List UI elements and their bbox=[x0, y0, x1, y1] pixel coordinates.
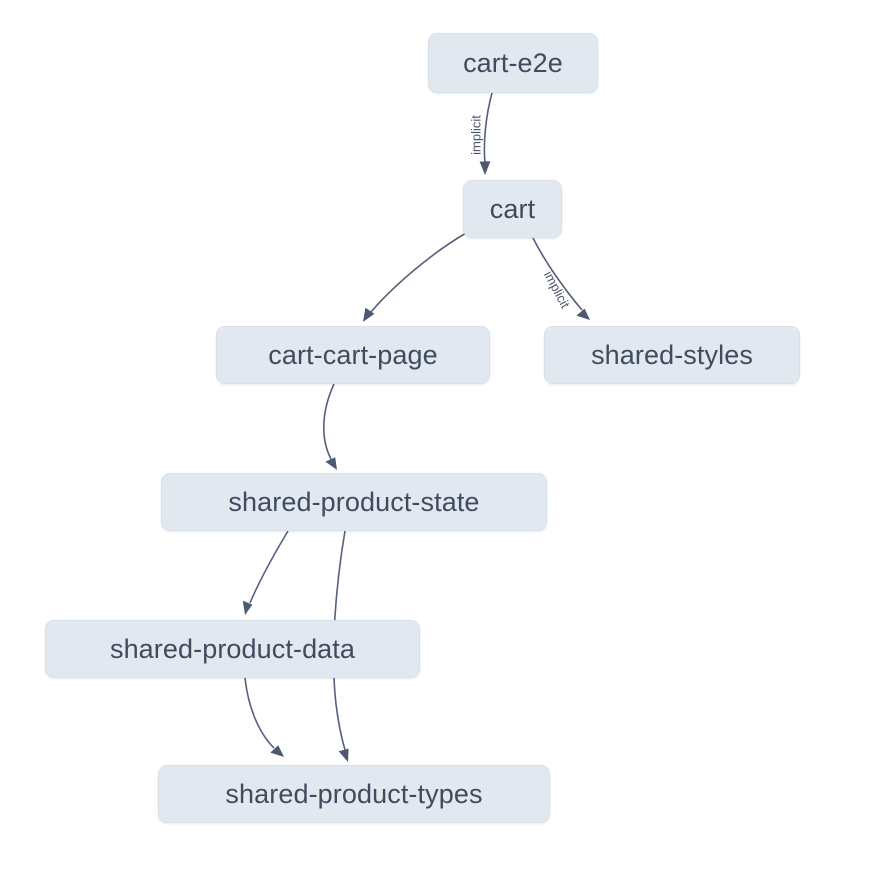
edge-path bbox=[249, 530, 289, 604]
edge-cart-cart-page-to-shared-product-state bbox=[322, 383, 337, 470]
edge-cart-e2e-to-cart: implicit bbox=[468, 92, 493, 175]
node-label: shared-product-types bbox=[225, 778, 483, 809]
node-label: cart-e2e bbox=[463, 47, 563, 78]
edge-arrowhead bbox=[270, 745, 284, 757]
edge-path bbox=[370, 232, 467, 313]
edge-shared-product-data-to-shared-product-types bbox=[244, 677, 284, 757]
edge-arrowhead bbox=[325, 457, 337, 470]
edge-path bbox=[322, 383, 335, 460]
graph-node-shared-product-data[interactable]: shared-product-data bbox=[45, 620, 420, 678]
edge-arrowhead bbox=[363, 307, 375, 322]
edge-cart-to-shared-styles: implicit bbox=[532, 237, 590, 320]
edge-label-implicit-1: implicit bbox=[468, 115, 483, 155]
graph-node-cart-e2e[interactable]: cart-e2e bbox=[428, 33, 598, 93]
edge-path bbox=[244, 677, 275, 749]
edge-cart-to-cart-cart-page bbox=[363, 232, 467, 322]
edge-shared-product-state-to-shared-product-data bbox=[242, 530, 289, 615]
graph-node-shared-product-types[interactable]: shared-product-types bbox=[158, 765, 550, 823]
graph-node-shared-styles[interactable]: shared-styles bbox=[544, 326, 800, 384]
edge-arrowhead bbox=[479, 161, 491, 175]
edge-path bbox=[483, 92, 493, 164]
edge-label-implicit-2: implicit bbox=[541, 268, 573, 310]
edge-arrowhead bbox=[338, 748, 349, 762]
node-label: shared-product-state bbox=[228, 486, 480, 517]
edge-path bbox=[532, 237, 583, 311]
node-label: cart bbox=[489, 193, 536, 224]
graph-node-shared-product-state[interactable]: shared-product-state bbox=[161, 473, 547, 531]
node-label: shared-styles bbox=[591, 339, 753, 370]
node-label: cart-cart-page bbox=[268, 339, 438, 370]
edge-arrowhead bbox=[576, 308, 590, 320]
edge-arrowhead bbox=[242, 600, 253, 615]
graph-node-cart-cart-page[interactable]: cart-cart-page bbox=[216, 326, 490, 384]
node-label: shared-product-data bbox=[109, 633, 356, 664]
graph-node-cart[interactable]: cart bbox=[463, 180, 562, 238]
